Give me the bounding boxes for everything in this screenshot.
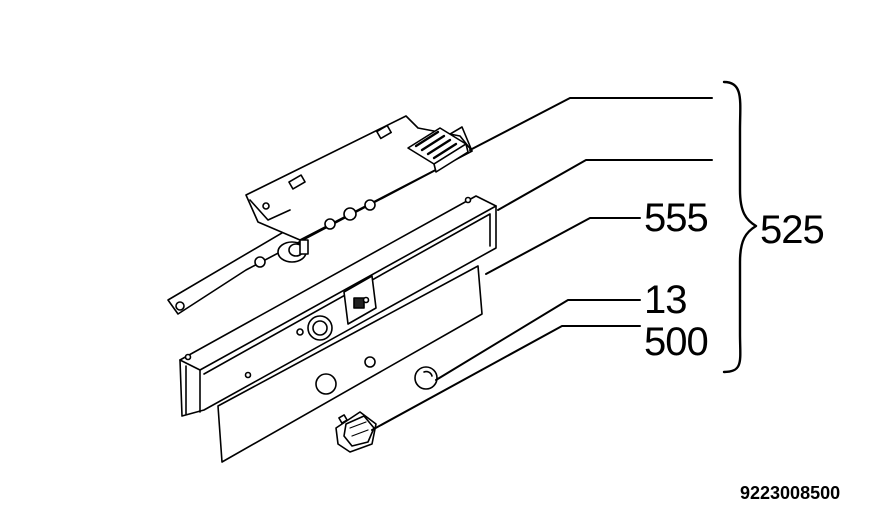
mounting-bracket — [179, 195, 497, 417]
callout-525: 525 — [760, 208, 825, 252]
control-knob — [335, 411, 377, 453]
callout-13: 13 — [644, 278, 687, 322]
potentiometer — [277, 239, 309, 263]
drawing-number: 9223008500 — [740, 483, 841, 503]
callout-500: 500 — [644, 320, 709, 364]
leader-lines — [371, 97, 713, 431]
cover-plate — [217, 265, 483, 463]
terminal-block — [407, 127, 469, 173]
callout-555: 555 — [644, 196, 709, 240]
assembly-brace — [722, 80, 758, 374]
control-board — [167, 115, 473, 315]
